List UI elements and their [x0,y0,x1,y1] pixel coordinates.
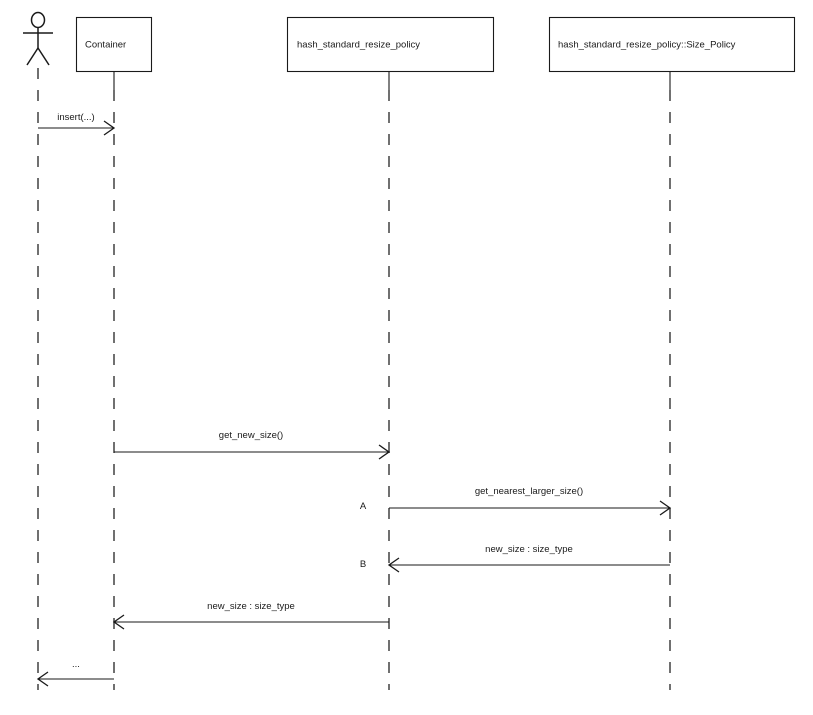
participant-box-container[interactable] [75,16,153,73]
participant-label-container: Container [85,40,126,51]
participant-box-size-policy[interactable] [548,16,796,73]
actor-figure[interactable] [23,11,53,691]
sequence-point-b: B [360,559,366,570]
message-return-new-size-outer[interactable]: new_size : size_type [112,601,389,630]
actor-leg-left-line [26,47,39,66]
actor-head-icon [30,11,46,29]
message-insert[interactable]: insert(...) [38,112,116,136]
participant-size-policy[interactable]: hash_standard_resize_policy::Size_Policy [548,16,796,691]
message-get-new-size[interactable]: get_new_size() [114,430,391,460]
message-arrowhead-return-new-size-inner [387,557,400,573]
message-arrowhead-return-new-size-outer [112,614,125,630]
participant-container[interactable]: Container [75,16,153,691]
message-label-return-new-size-inner: new_size : size_type [485,544,573,555]
message-arrowhead-get-nearest-larger-size [659,500,672,516]
message-return-new-size-inner[interactable]: B new_size : size_type [360,544,670,573]
message-label-get-nearest-larger-size: get_nearest_larger_size() [475,486,583,497]
message-label-return-ellipsis: ... [72,659,80,670]
participant-label-size-policy: hash_standard_resize_policy::Size_Policy [558,40,736,51]
message-arrowhead-insert [103,120,116,136]
message-label-return-new-size-outer: new_size : size_type [207,601,295,612]
actor-leg-right-line [37,47,50,66]
message-return-ellipsis[interactable]: ... [36,659,114,687]
message-get-nearest-larger-size[interactable]: A get_nearest_larger_size() [360,486,672,516]
participant-resize-policy[interactable]: hash_standard_resize_policy [286,16,495,691]
participant-label-resize-policy: hash_standard_resize_policy [297,40,420,51]
message-label-get-new-size: get_new_size() [219,430,283,441]
message-arrowhead-get-new-size [378,444,391,460]
message-label-insert: insert(...) [57,112,94,123]
message-arrowhead-return-ellipsis [36,671,49,687]
sequence-point-a: A [360,501,367,512]
participant-box-resize-policy[interactable] [286,16,495,73]
